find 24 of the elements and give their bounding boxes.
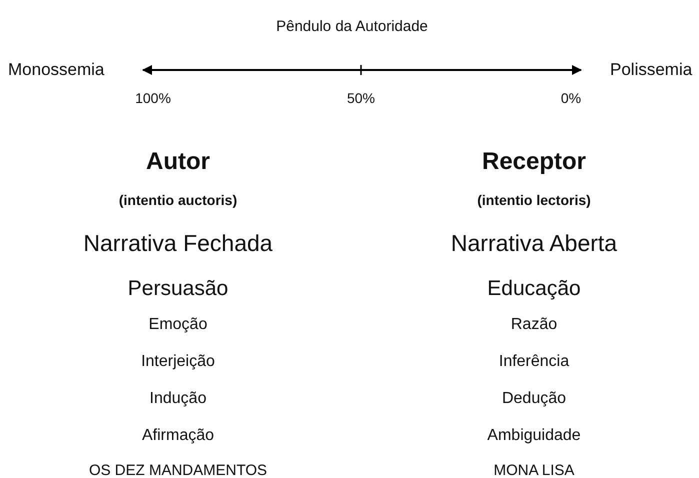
column-heading: Receptor: [482, 148, 586, 177]
percent-label: 50%: [346, 90, 376, 107]
percent-label: 0%: [560, 90, 582, 107]
list-item: Emoção: [148, 315, 208, 334]
column-subheading: (intentio lectoris): [477, 192, 591, 209]
percent-label: 100%: [135, 90, 171, 107]
scale-end-label: Monossemia: [0, 60, 140, 80]
list-item: Afirmação: [142, 426, 214, 446]
list-item: OS DEZ MANDAMENTOS: [88, 462, 268, 478]
column-heading: Autor: [146, 148, 210, 177]
list-item: Indução: [150, 389, 206, 408]
list-item: Razão: [510, 315, 558, 334]
list-item: Ambiguidade: [487, 426, 581, 446]
list-item: MONA LISA: [494, 462, 574, 478]
list-item: Educação: [487, 276, 581, 302]
list-item: Dedução: [502, 389, 566, 408]
list-item: Interjeição: [141, 352, 215, 372]
list-item: Persuasão: [128, 276, 228, 302]
column-subheading: (intentio auctoris): [118, 192, 238, 209]
list-item: Inferência: [498, 352, 570, 372]
list-item: Narrativa Aberta: [450, 230, 618, 258]
diagram-title: Pêndulo da Autoridade: [276, 18, 428, 36]
scale-end-label: Polissemia: [584, 60, 699, 80]
list-item: Narrativa Fechada: [83, 230, 273, 258]
